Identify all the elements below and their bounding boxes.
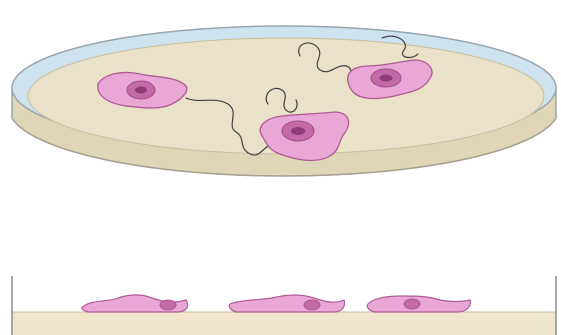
section-cell-2-nucleus (304, 300, 320, 310)
section-cell-1 (82, 295, 188, 312)
section-cell-2 (229, 295, 344, 312)
cell-left-nucleolus (135, 87, 147, 94)
section-cell-2-body (229, 295, 344, 312)
section-cell-3-nucleus (404, 299, 420, 309)
section-cell-3 (367, 296, 470, 312)
cell-center-nucleolus (291, 127, 305, 135)
section-cell-1-nucleus (160, 300, 176, 310)
cell-right-nucleolus (380, 75, 393, 82)
section-medium (12, 312, 556, 335)
